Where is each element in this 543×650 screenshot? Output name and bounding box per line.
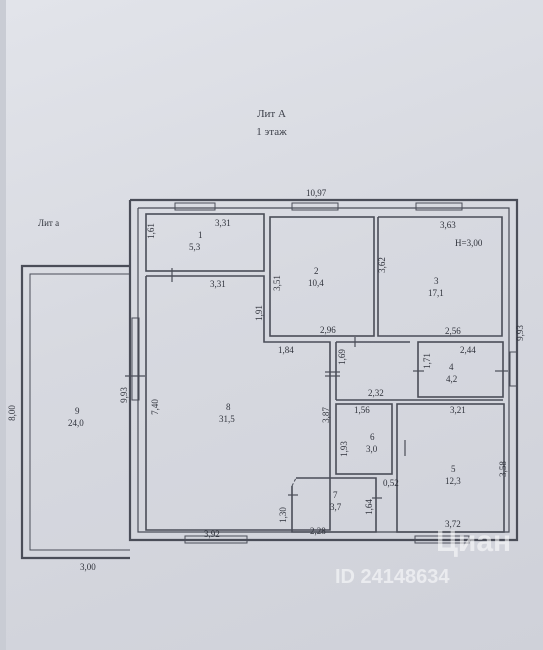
- room-6-number: 6: [370, 432, 375, 442]
- dim-room-8-width-bottom: 3,92: [204, 529, 220, 539]
- room-4-walls: [417, 341, 504, 398]
- room-7-area: 3,7: [330, 502, 342, 512]
- dim-room-1-width: 3,31: [215, 218, 231, 228]
- room-6-area: 3,0: [366, 444, 378, 454]
- annex-wall: [20, 264, 130, 560]
- room-5-area: 12,3: [445, 476, 461, 486]
- dim-room-7-step: 0,52: [383, 478, 399, 488]
- dim-total-height-left: 9,93: [118, 387, 129, 403]
- dim-room-6-height: 1,93: [338, 441, 349, 457]
- room-1-walls: [145, 213, 265, 272]
- dim-room-8-width-top: 3,31: [210, 279, 226, 289]
- dim-room-5-height: 3,58: [497, 461, 508, 477]
- dim-hall-height-2: 3,87: [320, 407, 331, 423]
- room-3-walls: [377, 216, 503, 337]
- dim-room-3-width-top: 3,63: [440, 220, 456, 230]
- dim-annex-height: 8,00: [6, 405, 17, 421]
- room-3-number: 3: [434, 276, 439, 286]
- room-5-walls: [396, 403, 505, 533]
- outer-wall: [128, 198, 519, 542]
- room-9-area: 24,0: [68, 418, 84, 428]
- dim-room-7-height: 1,64: [363, 499, 374, 515]
- dim-room-4-width: 2,44: [460, 345, 476, 355]
- dim-room-6-width: 1,56: [354, 405, 370, 415]
- room-4-number: 4: [449, 362, 454, 372]
- dim-hall-width: 2,32: [368, 388, 384, 398]
- dim-room-3-height: 3,62: [376, 257, 387, 273]
- dim-total-width: 10,97: [306, 188, 327, 198]
- dim-room-8-corridor-height: 1,91: [253, 305, 264, 321]
- dim-room-1-height: 1,61: [145, 223, 156, 239]
- building-letter: Лит А: [257, 108, 286, 120]
- dim-room-8-height: 7,40: [149, 399, 160, 415]
- room-8-area: 31,5: [219, 414, 235, 424]
- room-2-walls: [269, 216, 375, 337]
- room-7-number: 7: [333, 490, 338, 500]
- dim-room-3-width-bottom: 2,56: [445, 326, 461, 336]
- window: [509, 351, 518, 387]
- room-6-walls: [335, 403, 393, 475]
- dim-room-2-height: 3,51: [271, 275, 282, 291]
- dim-room-8-corridor-width: 1,84: [278, 345, 294, 355]
- window: [415, 202, 463, 211]
- dim-annex-width: 3,00: [80, 562, 96, 572]
- dim-total-height-right: 9,93: [514, 325, 525, 341]
- dim-room-7-width: 2,28: [310, 526, 326, 536]
- room-3-area: 17,1: [428, 288, 444, 298]
- dim-room-7-side: 1,30: [277, 507, 288, 523]
- dim-room-5-width-top: 3,21: [450, 405, 466, 415]
- annex-label: Лит а: [38, 218, 60, 228]
- room-1-number: 1: [198, 230, 203, 240]
- room-8-number: 8: [226, 402, 231, 412]
- room-1-area: 5,3: [189, 242, 201, 252]
- ceiling-height: H=3,00: [455, 238, 483, 248]
- dim-hall-height-1: 1,69: [336, 349, 347, 365]
- window: [291, 202, 339, 211]
- watermark-brand: Циан: [436, 525, 512, 558]
- paper-sheet: [6, 0, 543, 650]
- window: [184, 535, 248, 544]
- floor-label: 1 этаж: [256, 126, 287, 138]
- window: [174, 202, 216, 211]
- room-7-walls: [291, 477, 377, 533]
- dim-room-4-height: 1,71: [421, 353, 432, 369]
- room-9-number: 9: [75, 406, 80, 416]
- window: [414, 535, 470, 544]
- window: [131, 317, 140, 401]
- dim-room-2-width: 2,96: [320, 325, 336, 335]
- dim-room-5-width-bottom: 3,72: [445, 519, 461, 529]
- room-2-area: 10,4: [308, 278, 324, 288]
- room-2-number: 2: [314, 266, 319, 276]
- watermark-id: ID 24148634: [335, 566, 450, 588]
- room-8-walls: [145, 275, 331, 531]
- room-4-area: 4,2: [446, 374, 458, 384]
- room-5-number: 5: [451, 464, 456, 474]
